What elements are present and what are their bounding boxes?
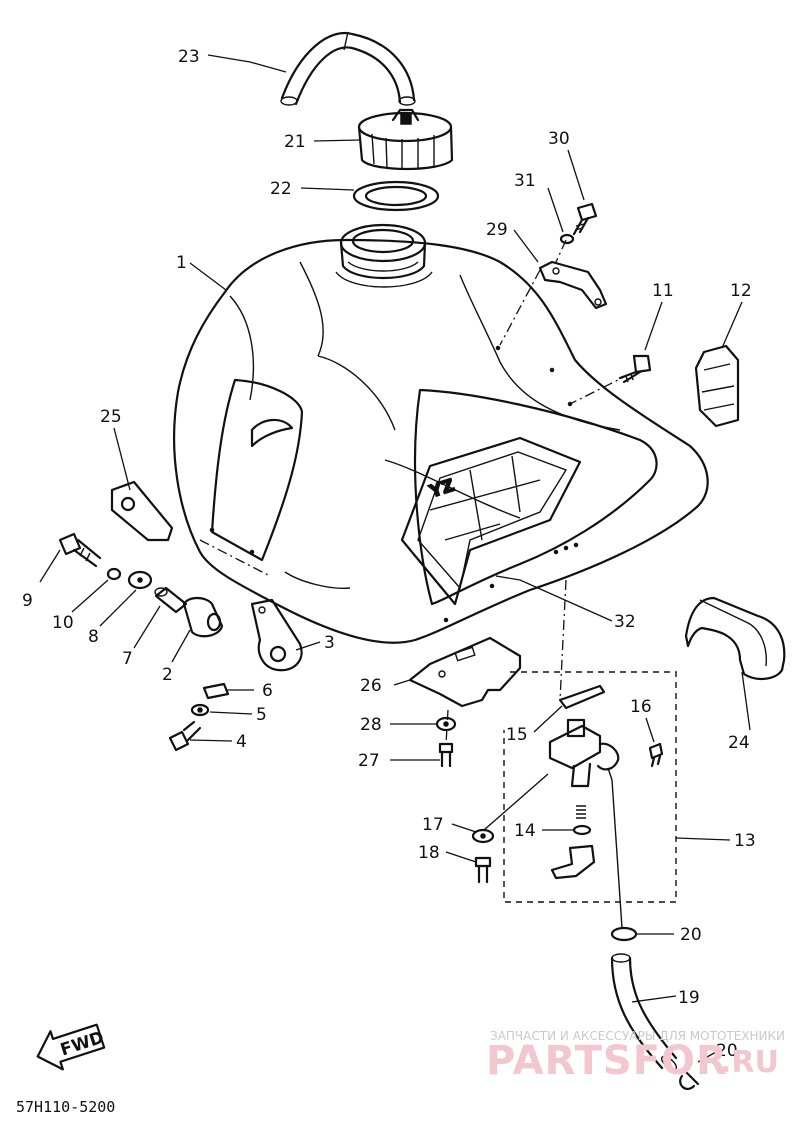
- leader-lines: [39, 54, 751, 1063]
- collar-7-part: [154, 586, 188, 614]
- watermark-tagline: ЗАПЧАСТИ И АКСЕССУАРЫ ДЛЯ МОТОТЕХНИКИ: [490, 1029, 785, 1043]
- callout-1: 1: [176, 253, 187, 273]
- collar-6-part: [202, 682, 230, 700]
- breather-hose-part: [280, 31, 416, 106]
- nut-5-part: [190, 703, 210, 717]
- callout-2: 2: [162, 665, 173, 685]
- washer-10-part: [106, 567, 122, 581]
- bolt-9-part: [58, 532, 102, 568]
- rear-bracket-3-part: [250, 598, 303, 672]
- tank-damper-12-part: [694, 344, 740, 428]
- fuel-cap-part: [357, 108, 454, 171]
- diagram-code: 57H110-5200: [16, 1098, 115, 1116]
- callout-23: 23: [178, 47, 200, 67]
- washer-17-part: [471, 828, 495, 844]
- callout-7: 7: [122, 649, 133, 669]
- fuel-tank-part: [173, 223, 709, 644]
- callout-6: 6: [262, 681, 273, 701]
- fuel-hose-19-part: [610, 953, 678, 1071]
- callout-9: 9: [22, 591, 33, 611]
- tank-pad-24-part: [684, 596, 786, 680]
- watermark-tld: .RU: [720, 1045, 779, 1080]
- callout-19: 19: [678, 988, 700, 1008]
- callout-4: 4: [236, 732, 247, 752]
- callout-15: 15: [506, 725, 528, 745]
- bracket-26-part: [408, 636, 522, 708]
- tank-stay-bracket-part: [538, 260, 608, 310]
- callout-30: 30: [548, 129, 570, 149]
- callout-27: 27: [358, 751, 380, 771]
- callout-13: 13: [734, 831, 756, 851]
- callout-25: 25: [100, 407, 122, 427]
- bolt-11-part: [618, 354, 652, 384]
- callout-11: 11: [652, 281, 674, 301]
- tank-graphic-emblem-part: YZ: [400, 436, 582, 606]
- callout-16: 16: [630, 697, 652, 717]
- watermark: ЗАПЧАСТИ И АКСЕССУАРЫ ДЛЯ МОТОТЕХНИКИ PA…: [486, 1029, 785, 1084]
- bracket-25-part: [110, 480, 174, 542]
- washer-28-part: [435, 716, 457, 732]
- washer-8-part: [127, 570, 153, 590]
- callout-3: 3: [324, 633, 335, 653]
- callout-20a: 20: [680, 925, 702, 945]
- callout-32: 32: [614, 612, 636, 632]
- cap-gasket-part: [352, 180, 440, 212]
- callout-10: 10: [52, 613, 74, 633]
- callout-labels: 23 21 22 1 29 30 31 11 12 25 9 10 8 7 2 …: [22, 47, 756, 1061]
- tank-logo-text: YZ: [426, 476, 457, 503]
- bolt-4-part: [168, 720, 202, 752]
- callout-12: 12: [730, 281, 752, 301]
- screw-18-part: [474, 856, 492, 884]
- callout-31: 31: [514, 171, 536, 191]
- callout-5: 5: [256, 705, 267, 725]
- bolt-30-part: [572, 202, 598, 236]
- callout-28: 28: [360, 715, 382, 735]
- callout-21: 21: [284, 132, 306, 152]
- callout-22: 22: [270, 179, 292, 199]
- hose-clip-20-part: [610, 926, 638, 942]
- callout-20b: 20: [716, 1041, 738, 1061]
- bolt-27-part: [438, 742, 454, 768]
- forward-arrow: FWD: [36, 1023, 107, 1071]
- watermark-brand: PARTSFOR: [486, 1038, 728, 1084]
- callout-8: 8: [88, 627, 99, 647]
- callout-24: 24: [728, 733, 750, 753]
- callout-18: 18: [418, 843, 440, 863]
- callout-17: 17: [422, 815, 444, 835]
- callout-26: 26: [360, 676, 382, 696]
- callout-29: 29: [486, 220, 508, 240]
- hose-clip-20b-part: [679, 1070, 700, 1091]
- assembly-lines: [199, 239, 631, 929]
- callout-14: 14: [514, 821, 536, 841]
- damper-2-part: [182, 596, 224, 638]
- washer-31-part: [559, 233, 575, 245]
